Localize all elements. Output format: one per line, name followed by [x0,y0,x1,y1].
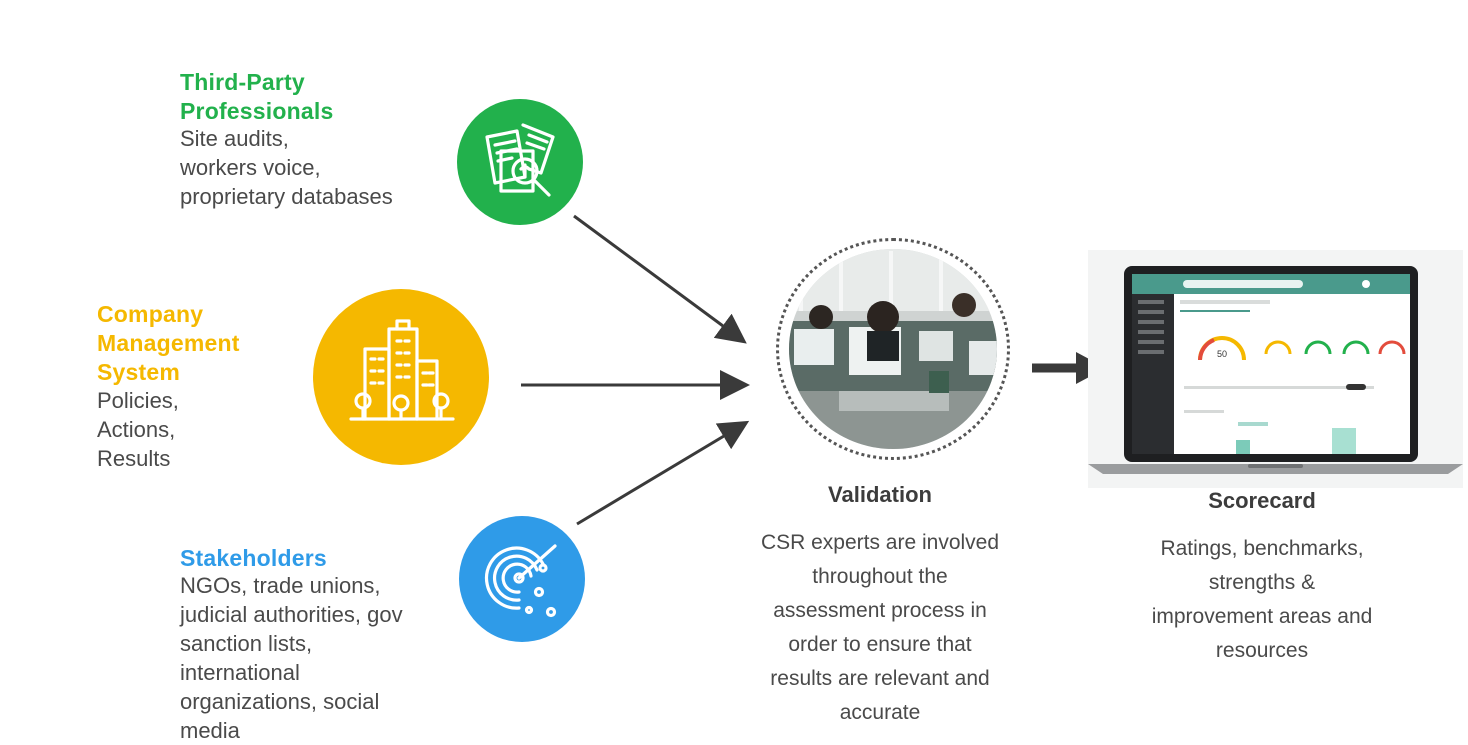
desc-line: Actions, [97,417,176,442]
arrow-stakeholders [576,420,750,526]
desc-line: Results [97,446,171,471]
office-photo [789,249,997,449]
laptop-icon: 50 [1088,266,1463,474]
desc-line: assessment process in [773,599,987,622]
scorecard-laptop-image: 50 [1088,250,1463,488]
buildings-icon [349,319,455,421]
title-line: Third-Party [180,69,305,95]
desc-line: strengths & [1208,571,1316,594]
desc-line: throughout the [812,565,948,588]
desc-line: proprietary databases [180,184,393,209]
desc-line: order to ensure that [788,633,972,656]
company-management-description: Policies, Actions, Results [97,386,179,473]
desc-line: Site audits, [180,126,289,151]
desc-line: accurate [839,701,921,724]
desc-line: results are relevant and [770,667,990,690]
document-search-icon [485,123,555,197]
scorecard-title: Scorecard [1208,488,1316,513]
stakeholders-title: Stakeholders [180,544,327,573]
company-management-circle [313,289,489,465]
desc-line: sanction lists, [180,631,313,656]
title-line: Management [97,330,240,356]
stakeholders-circle [459,516,585,642]
stakeholders-description: NGOs, trade unions, judicial authorities… [180,571,403,745]
desc-line: Policies, [97,388,179,413]
arrow-third-party [573,214,747,344]
desc-line: resources [1215,639,1309,662]
third-party-title: Third-Party Professionals [180,68,333,126]
desc-line: organizations, social [180,689,380,714]
radar-icon [484,544,557,618]
title-line: Professionals [180,98,334,124]
title-line: Stakeholders [180,545,327,571]
company-management-title: Company Management System [97,300,240,387]
desc-line: CSR experts are involved [760,531,1000,554]
desc-line: workers voice, [180,155,321,180]
desc-line: judicial authorities, gov [180,602,403,627]
validation-photo [776,238,1010,460]
desc-line: international [180,660,300,685]
third-party-circle [457,99,583,225]
desc-line: media [180,718,240,743]
title-line: System [97,359,181,385]
desc-line: improvement areas and [1151,605,1373,628]
title-line: Company [97,301,204,327]
validation-title: Validation [828,482,932,507]
gauge-value: 50 [1217,349,1227,359]
desc-line: NGOs, trade unions, [180,573,381,598]
validation-description: CSR experts are involved throughout the … [720,526,1040,730]
desc-line: Ratings, benchmarks, [1160,537,1364,560]
third-party-description: Site audits, workers voice, proprietary … [180,124,393,211]
scorecard-description: Ratings, benchmarks, strengths & improve… [1102,532,1422,668]
